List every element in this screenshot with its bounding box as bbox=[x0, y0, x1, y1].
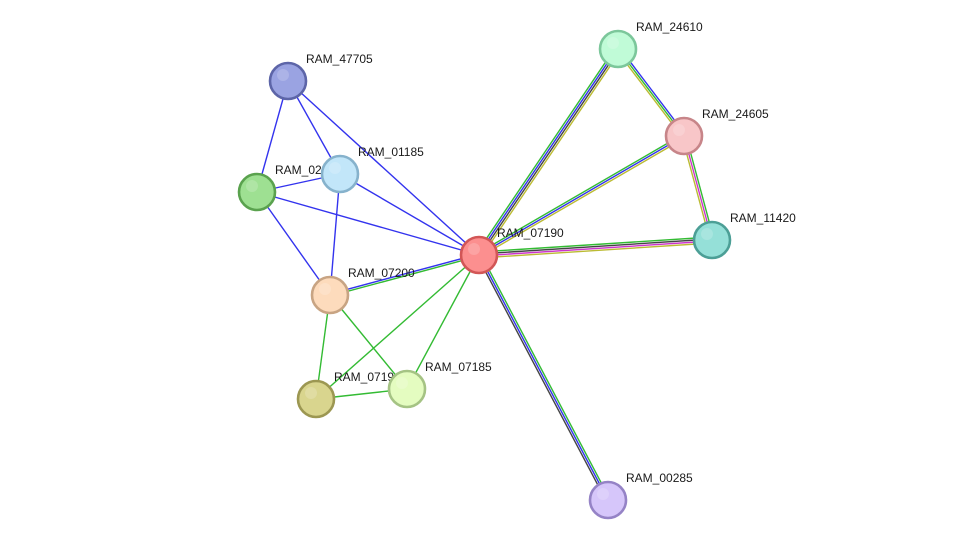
edge-evidence-line bbox=[478, 236, 712, 253]
edge-evidence-line bbox=[477, 48, 618, 255]
edge-RAM_07200-RAM_07185[interactable] bbox=[329, 294, 408, 390]
node-circle[interactable] bbox=[598, 29, 638, 69]
edge-RAM_47705-RAM_07190[interactable] bbox=[287, 80, 480, 256]
edge-evidence-line bbox=[406, 254, 480, 390]
edge-evidence-line bbox=[476, 255, 607, 502]
node-label: RAM_02 bbox=[275, 163, 322, 177]
edge-evidence-line bbox=[480, 50, 622, 258]
node-RAM_07185[interactable]: RAM_07185 bbox=[387, 360, 492, 409]
node-RAM_47705[interactable]: RAM_47705 bbox=[268, 52, 373, 101]
node-label: RAM_07185 bbox=[425, 360, 492, 374]
node-circle[interactable] bbox=[268, 61, 308, 101]
edge-evidence-line bbox=[329, 173, 341, 296]
node-label: RAM_01185 bbox=[358, 145, 424, 159]
node-RAM_11420[interactable]: RAM_11420 bbox=[692, 211, 796, 260]
node-label: RAM_07190 bbox=[497, 226, 564, 240]
edge-evidence-line bbox=[256, 191, 480, 256]
edge-RAM_07200-RAM_07190[interactable] bbox=[329, 253, 480, 297]
node-RAM_01185[interactable]: RAM_01185 bbox=[320, 145, 424, 194]
edge-evidence-line bbox=[315, 254, 480, 400]
node-RAM_0719[interactable]: RAM_0719 bbox=[296, 370, 394, 419]
edge-evidence-line bbox=[256, 191, 331, 296]
node-highlight bbox=[607, 37, 619, 49]
edge-RAM_07190-RAM_11420[interactable] bbox=[478, 236, 713, 259]
node-RAM_24610[interactable]: RAM_24610 bbox=[598, 20, 703, 69]
edge-evidence-line bbox=[477, 133, 684, 254]
node-highlight bbox=[597, 488, 609, 500]
node-highlight bbox=[277, 69, 289, 81]
edge-RAM_07190-RAM_24605[interactable] bbox=[477, 133, 686, 258]
node-label: RAM_24605 bbox=[702, 107, 769, 121]
node-label: RAM_0719 bbox=[334, 370, 394, 384]
node-RAM_02[interactable]: RAM_02 bbox=[237, 163, 322, 212]
edge-evidence-line bbox=[479, 49, 620, 256]
edge-evidence-line bbox=[479, 240, 713, 257]
node-label: RAM_00285 bbox=[626, 471, 693, 485]
edge-layer bbox=[256, 46, 715, 502]
edge-evidence-line bbox=[330, 255, 480, 297]
node-RAM_00285[interactable]: RAM_00285 bbox=[588, 471, 693, 520]
node-highlight bbox=[468, 243, 480, 255]
node-circle[interactable] bbox=[296, 379, 336, 419]
node-highlight bbox=[329, 162, 341, 174]
edge-RAM_02-RAM_07190[interactable] bbox=[256, 191, 480, 256]
edge-RAM_01185-RAM_07190[interactable] bbox=[339, 173, 480, 256]
edge-RAM_07190-RAM_24610[interactable] bbox=[475, 46, 622, 258]
edge-evidence-line bbox=[479, 242, 713, 259]
node-circle[interactable] bbox=[588, 480, 628, 520]
edge-RAM_07190-RAM_00285[interactable] bbox=[476, 253, 611, 502]
node-circle[interactable] bbox=[320, 154, 360, 194]
node-highlight bbox=[305, 387, 317, 399]
edge-RAM_07185-RAM_07190[interactable] bbox=[406, 254, 480, 390]
node-highlight bbox=[701, 228, 713, 240]
edge-evidence-line bbox=[475, 46, 617, 254]
node-circle[interactable] bbox=[692, 220, 732, 260]
edge-evidence-line bbox=[339, 173, 480, 256]
edge-evidence-line bbox=[478, 238, 712, 255]
edge-evidence-line bbox=[287, 80, 480, 256]
node-highlight bbox=[246, 180, 258, 192]
node-RAM_07190[interactable]: RAM_07190 bbox=[459, 226, 564, 275]
node-highlight bbox=[319, 283, 331, 295]
edge-RAM_01185-RAM_07200[interactable] bbox=[329, 173, 341, 296]
node-RAM_24605[interactable]: RAM_24605 bbox=[664, 107, 769, 156]
node-label: RAM_07200 bbox=[348, 266, 415, 280]
edge-evidence-line bbox=[480, 253, 611, 500]
node-circle[interactable] bbox=[664, 116, 704, 156]
edge-evidence-line bbox=[479, 137, 686, 258]
node-circle[interactable] bbox=[387, 369, 427, 409]
edge-evidence-line bbox=[329, 253, 479, 295]
node-circle[interactable] bbox=[310, 275, 350, 315]
node-RAM_07200[interactable]: RAM_07200 bbox=[310, 266, 415, 315]
node-circle[interactable] bbox=[237, 172, 277, 212]
node-circle[interactable] bbox=[459, 235, 499, 275]
edge-evidence-line bbox=[329, 294, 408, 390]
edge-evidence-line bbox=[478, 254, 609, 501]
node-label: RAM_24610 bbox=[636, 20, 703, 34]
node-label: RAM_47705 bbox=[306, 52, 373, 66]
edge-evidence-line bbox=[478, 135, 685, 256]
edge-RAM_0719-RAM_07190[interactable] bbox=[315, 254, 480, 400]
node-label: RAM_11420 bbox=[730, 211, 796, 225]
edge-RAM_02-RAM_07200[interactable] bbox=[256, 191, 331, 296]
node-highlight bbox=[396, 377, 408, 389]
node-highlight bbox=[673, 124, 685, 136]
